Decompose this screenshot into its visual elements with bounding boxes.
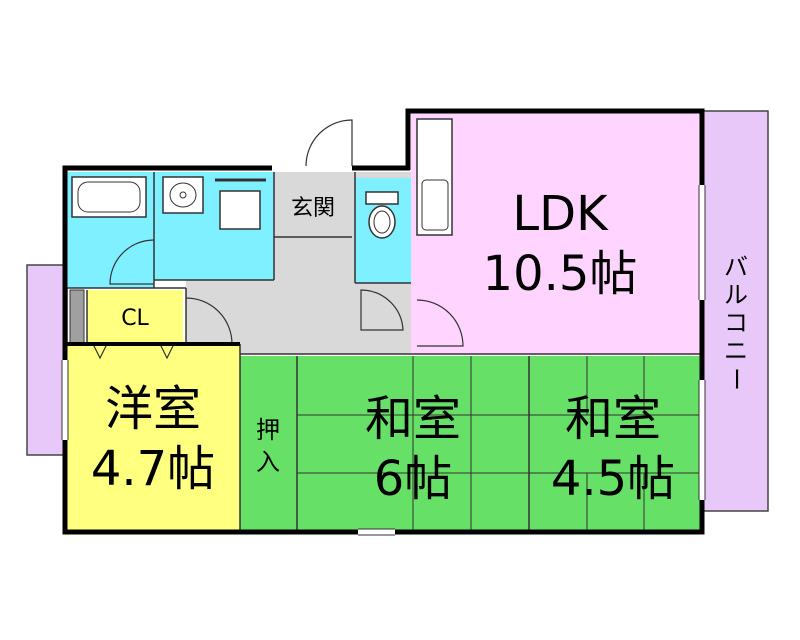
japanese-6-name-label: 和室 <box>365 391 461 447</box>
oshiire-fill <box>240 356 297 530</box>
door-swings <box>92 119 464 360</box>
oshiire-label-2: 入 <box>256 448 280 476</box>
balcony-char-3: コ <box>724 309 748 337</box>
washing-machine-icon <box>215 178 266 230</box>
partitions <box>67 172 700 530</box>
balcony-right-fill <box>702 110 769 512</box>
bathtub-icon <box>71 176 147 218</box>
closet-fill <box>87 290 183 344</box>
closet-label: CL <box>121 306 149 331</box>
oshiire-label-1: 押 <box>256 416 280 444</box>
tatami-lines <box>297 356 700 530</box>
western-name-label: 洋室 <box>105 381 201 437</box>
genkan-label: 玄関 <box>291 196 335 221</box>
toilet-icon <box>365 191 399 239</box>
japanese-45-fill <box>529 356 700 530</box>
japanese-45-name-label: 和室 <box>565 391 661 447</box>
western-size-label: 4.7帖 <box>91 441 215 497</box>
japanese-45-size-label: 4.5帖 <box>551 451 675 507</box>
window-lines <box>61 185 706 536</box>
balcony-char-1: バ <box>724 253 748 281</box>
balcony-left-fill <box>26 264 68 456</box>
balcony-label: バ ル コ ニ ー <box>722 253 750 391</box>
ldk-size-label: 10.5帖 <box>483 246 638 302</box>
japanese-6-size-label: 6帖 <box>374 451 453 507</box>
washbasin-icon <box>162 176 204 214</box>
closet-side-panel <box>69 289 85 345</box>
ldk-name-label: LDK <box>512 186 609 242</box>
walls <box>62 108 705 535</box>
kitchen-counter-icon <box>416 118 453 236</box>
balcony-char-2: ル <box>724 281 748 309</box>
western-room-fill <box>67 344 240 530</box>
wall-openings <box>62 185 705 535</box>
ldk-fill <box>411 113 700 354</box>
balcony-char-4: ニ <box>724 337 748 365</box>
balcony-char-5: ー <box>722 367 750 391</box>
genkan-fill <box>274 172 352 237</box>
